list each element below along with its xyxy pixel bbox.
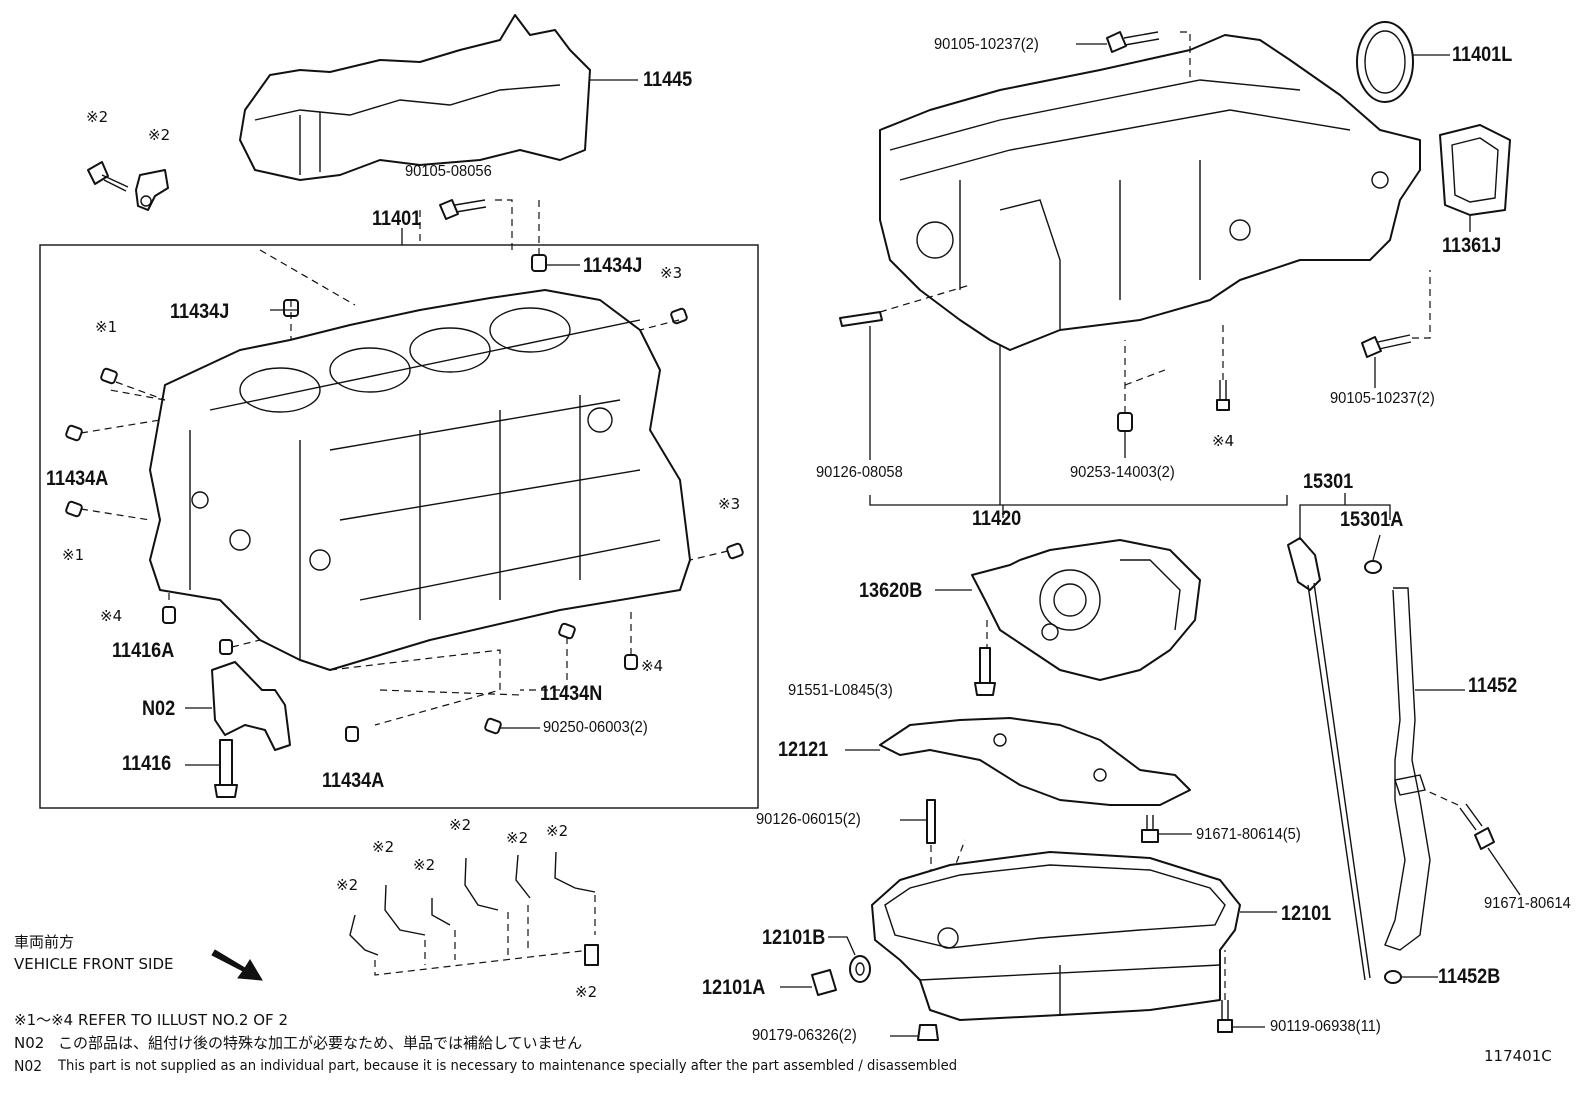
illustration-code: 117401C xyxy=(1484,1047,1552,1065)
bolt-91671-80614-5 xyxy=(1141,815,1192,843)
label-11445: 11445 xyxy=(643,68,693,91)
label-11420: 11420 xyxy=(972,507,1022,530)
label-15301: 15301 xyxy=(1303,470,1354,493)
marker-4: ※4 xyxy=(1212,432,1235,450)
oil-pan-12101 xyxy=(871,851,1277,1021)
bolt-90119 xyxy=(1217,950,1265,1033)
oil-pump-13620B xyxy=(935,539,1201,696)
bolt-and-clip-topleft xyxy=(87,161,169,211)
label-12101: 12101 xyxy=(1281,902,1332,925)
label-90105-10237-right: 90105-10237(2) xyxy=(1330,390,1435,407)
o-ring-15301A xyxy=(1364,534,1382,574)
label-90105-08056: 90105-08056 xyxy=(405,163,492,180)
marker-2: ※2 xyxy=(372,838,395,856)
label-11434J-left: 11434J xyxy=(170,300,230,323)
label-11416A: 11416A xyxy=(112,639,175,662)
marker-4: ※4 xyxy=(100,607,123,625)
label-91671-80614: 91671-80614 xyxy=(1484,895,1571,912)
label-11434A-left: 11434A xyxy=(46,467,109,490)
oil-nozzles xyxy=(349,851,599,976)
label-11416: 11416 xyxy=(122,752,172,775)
label-11434N: 11434N xyxy=(540,682,603,705)
plug-90179 xyxy=(890,1024,939,1041)
marker-2: ※2 xyxy=(546,822,569,840)
n02-note-jp: この部品は、組付け後の特殊な加工が必要なため、単品では補給していません xyxy=(58,1034,583,1052)
cover-11361J xyxy=(1439,124,1511,232)
refer-note: ※1～※4 REFER TO ILLUST NO.2 OF 2 xyxy=(14,1011,288,1029)
label-11361J: 11361J xyxy=(1442,234,1502,257)
bolt-90105-08056 xyxy=(439,199,513,255)
label-90179-06326: 90179-06326(2) xyxy=(752,1027,857,1044)
cylinder-block xyxy=(149,289,691,671)
stud-90126-08058 xyxy=(839,284,1288,518)
bolt-marker-4 xyxy=(1216,320,1230,411)
label-90126-06015: 90126-06015(2) xyxy=(756,811,861,828)
label-12121: 12121 xyxy=(778,738,829,761)
n02-note-en: This part is not supplied as an individu… xyxy=(58,1058,958,1074)
oil-seal-11401L xyxy=(1356,21,1450,103)
label-N02: N02 xyxy=(142,697,176,720)
label-90126-08058: 90126-08058 xyxy=(816,464,903,481)
label-11401: 11401 xyxy=(372,207,422,230)
vehicle-front-jp: 車両前方 xyxy=(14,933,75,951)
label-11452B: 11452B xyxy=(1438,965,1501,988)
marker-4: ※4 xyxy=(641,657,664,675)
label-90250-06003: 90250-06003(2) xyxy=(543,719,648,736)
bolt-91671-80614 xyxy=(1424,789,1521,896)
label-90119-06938: 90119-06938(11) xyxy=(1270,1018,1381,1035)
label-91551-L0845: 91551-L0845(3) xyxy=(788,682,893,699)
marker-2: ※2 xyxy=(148,126,171,144)
bearing-cap-n02 xyxy=(185,661,291,798)
oil-pan-upper-11420 xyxy=(879,34,1421,351)
marker-3: ※3 xyxy=(660,264,683,282)
marker-2: ※2 xyxy=(413,856,436,874)
baffle-plate-12121 xyxy=(845,717,1191,806)
marker-1: ※1 xyxy=(62,546,85,564)
guide-tube-11452 xyxy=(1384,587,1465,951)
label-12101A: 12101A xyxy=(702,976,766,999)
marker-2: ※2 xyxy=(449,816,472,834)
n02-code-jp: N02 xyxy=(14,1034,45,1052)
marker-2: ※2 xyxy=(575,983,598,1001)
label-13620B: 13620B xyxy=(859,579,923,602)
marker-2: ※2 xyxy=(506,829,529,847)
bolts-90105-10237 xyxy=(1076,31,1431,388)
dipstick-15301 xyxy=(1287,493,1391,981)
label-91671-80614-5: 91671-80614(5) xyxy=(1196,826,1301,843)
label-90105-10237-top: 90105-10237(2) xyxy=(934,36,1039,53)
label-11401L: 11401L xyxy=(1452,43,1513,66)
insulator-11445 xyxy=(239,14,638,181)
label-12101B: 12101B xyxy=(762,926,826,949)
n02-code-en: N02 xyxy=(14,1057,43,1075)
dowel-pins xyxy=(65,200,744,742)
pin-90253 xyxy=(1117,340,1166,458)
marker-1: ※1 xyxy=(95,318,118,336)
marker-3: ※3 xyxy=(718,495,741,513)
drain-plug-12101A xyxy=(780,969,837,996)
gasket-12101B xyxy=(828,936,871,983)
o-ring-11452B xyxy=(1384,970,1438,984)
label-15301A: 15301A xyxy=(1340,508,1404,531)
label-11434A-bottom: 11434A xyxy=(322,769,385,792)
label-11452: 11452 xyxy=(1468,674,1518,697)
marker-2: ※2 xyxy=(336,876,359,894)
marker-2: ※2 xyxy=(86,108,109,126)
label-90253-14003: 90253-14003(2) xyxy=(1070,464,1175,481)
block-group-frame xyxy=(39,244,759,809)
vehicle-front-en: VEHICLE FRONT SIDE xyxy=(14,955,174,973)
label-11434J-top: 11434J xyxy=(583,254,643,277)
front-arrow-icon xyxy=(211,949,263,981)
